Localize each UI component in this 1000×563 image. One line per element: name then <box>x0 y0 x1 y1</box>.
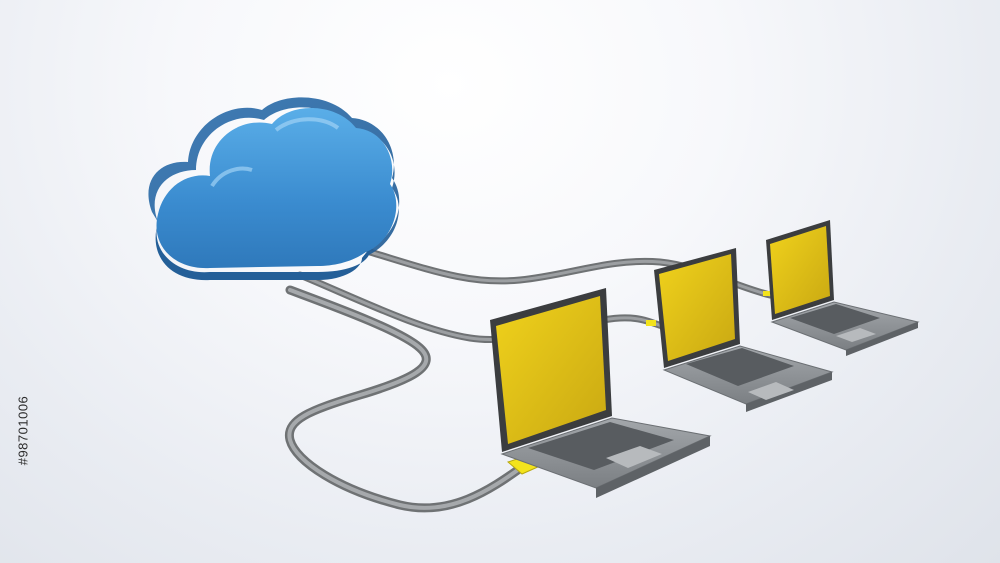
laptop-icon <box>654 248 834 412</box>
connector-plug <box>646 320 656 326</box>
stock-id-text: #98701006 <box>15 395 31 465</box>
cloud-icon <box>148 97 400 281</box>
laptop-icon <box>766 220 920 356</box>
connector-plug <box>763 291 772 296</box>
laptop-icon <box>490 288 712 498</box>
stock-id-label: #98701006 <box>10 330 36 530</box>
